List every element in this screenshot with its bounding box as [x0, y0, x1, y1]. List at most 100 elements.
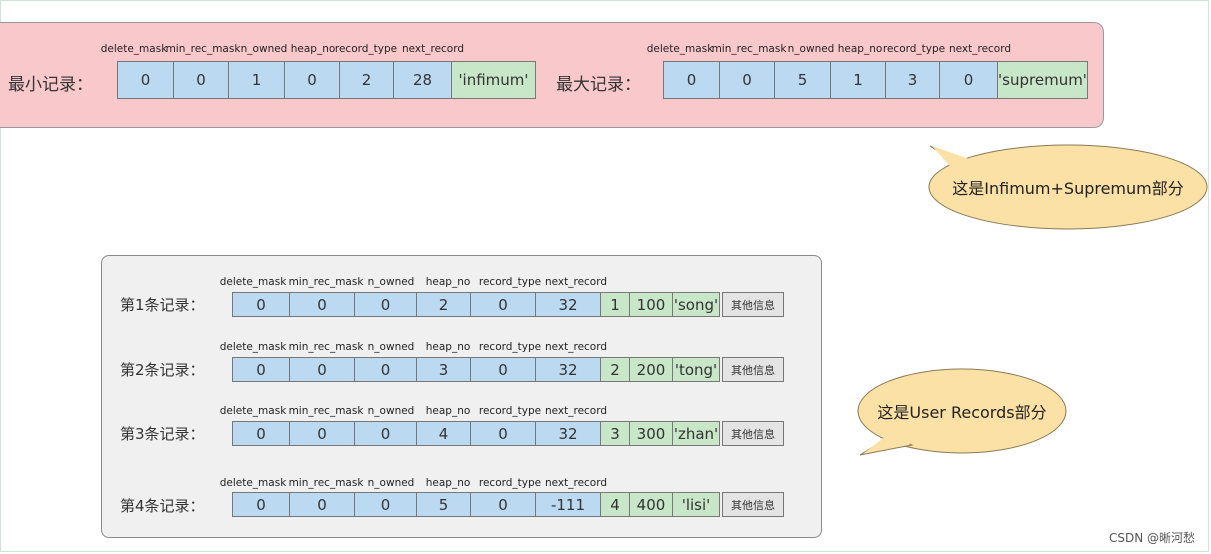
delete-mask-cell: 0 [232, 292, 290, 317]
n-owned-cell: 0 [354, 421, 417, 446]
header-record-type: record_type [882, 43, 946, 55]
other-info-cell: 其他信息 [722, 357, 784, 382]
header-min-rec-mask: min_rec_mask [165, 43, 241, 55]
other-info-cell: 其他信息 [722, 292, 784, 317]
min-rec-mask-cell: 0 [289, 357, 355, 382]
record-header: next_record [544, 405, 608, 417]
record-header: n_owned [367, 405, 415, 417]
record-type-cell: 0 [470, 492, 536, 517]
record-header: delete_mask [219, 276, 287, 288]
header-delete-mask: delete_mask [646, 43, 714, 55]
min-record-label: 最小记录： [8, 75, 93, 95]
record-header: n_owned [367, 341, 415, 353]
record-header: record_type [478, 276, 542, 288]
min-record-headers: delete_mask min_rec_mask n_owned heap_no… [101, 43, 464, 57]
next-record-cell: 32 [535, 421, 601, 446]
min-delete-mask-cell: 0 [117, 61, 174, 99]
user-records-callout-text: 这是User Records部分 [877, 403, 1047, 422]
min-rec-mask-cell: 0 [289, 292, 355, 317]
infimum-record: 0 0 1 0 2 28 'infimum' [117, 61, 536, 99]
header-next-record: next_record [948, 43, 1012, 55]
record-header: heap_no [425, 341, 471, 353]
max-record-label: 最大记录： [556, 75, 641, 95]
min-next-record-cell: 28 [393, 61, 452, 99]
column-3-cell: 'song' [672, 292, 720, 317]
infimum-supremum-callout: 这是Infimum+Supremum部分 [920, 138, 1210, 234]
column-1-cell: 3 [600, 421, 630, 446]
record-header: min_rec_mask [288, 341, 364, 353]
delete-mask-cell: 0 [232, 492, 290, 517]
record-header: heap_no [425, 477, 471, 489]
infimum-tag-cell: 'infimum' [451, 61, 536, 99]
column-2-cell: 400 [629, 492, 673, 517]
max-n-owned-cell: 5 [774, 61, 831, 99]
column-3-cell: 'lisi' [672, 492, 720, 517]
header-record-type: record_type [334, 43, 398, 55]
other-info-cell: 其他信息 [722, 421, 784, 446]
speech-bubble-icon [928, 144, 1208, 230]
column-1-cell: 4 [600, 492, 630, 517]
header-delete-mask: delete_mask [100, 43, 168, 55]
record-type-cell: 0 [470, 357, 536, 382]
min-heap-no-cell: 0 [284, 61, 340, 99]
max-heap-no-cell: 1 [830, 61, 886, 99]
record-header: next_record [544, 477, 608, 489]
record-row-label: 第3条记录： [120, 425, 205, 443]
header-min-rec-mask: min_rec_mask [711, 43, 787, 55]
column-2-cell: 100 [629, 292, 673, 317]
delete-mask-cell: 0 [232, 357, 290, 382]
record-header: min_rec_mask [288, 477, 364, 489]
min-n-owned-cell: 1 [228, 61, 285, 99]
record-header: n_owned [367, 276, 415, 288]
record-header: next_record [544, 276, 608, 288]
record-header: heap_no [425, 276, 471, 288]
n-owned-cell: 0 [354, 357, 417, 382]
record-header: next_record [544, 341, 608, 353]
record-row-label: 第2条记录： [120, 361, 205, 379]
max-record-type-cell: 3 [885, 61, 940, 99]
next-record-cell: -111 [535, 492, 601, 517]
supremum-record: 0 0 5 1 3 0 'supremum' [663, 61, 1089, 99]
watermark: CSDN @晰河愁 [1108, 531, 1195, 545]
record-header: record_type [478, 477, 542, 489]
record-header: heap_no [425, 405, 471, 417]
record-row-label: 第4条记录： [120, 497, 205, 515]
user-records-callout: 这是User Records部分 [852, 365, 1092, 460]
heap-no-cell: 4 [416, 421, 471, 446]
n-owned-cell: 0 [354, 492, 417, 517]
column-3-cell: 'tong' [672, 357, 720, 382]
heap-no-cell: 2 [416, 292, 471, 317]
column-1-cell: 1 [600, 292, 630, 317]
next-record-cell: 32 [535, 292, 601, 317]
column-3-cell: 'zhan' [672, 421, 720, 446]
record-header: delete_mask [219, 477, 287, 489]
min-min-rec-mask-cell: 0 [173, 61, 229, 99]
supremum-tag-cell: 'supremum' [997, 61, 1088, 99]
record-type-cell: 0 [470, 421, 536, 446]
record-header: n_owned [367, 477, 415, 489]
header-heap-no: heap_no [290, 43, 336, 55]
record-header: delete_mask [219, 341, 287, 353]
heap-no-cell: 5 [416, 492, 471, 517]
record-type-cell: 0 [470, 292, 536, 317]
min-rec-mask-cell: 0 [289, 492, 355, 517]
column-1-cell: 2 [600, 357, 630, 382]
speech-bubble-icon [857, 368, 1067, 456]
record-header: min_rec_mask [288, 276, 364, 288]
header-next-record: next_record [401, 43, 465, 55]
infimum-supremum-callout-text: 这是Infimum+Supremum部分 [952, 179, 1184, 198]
record-header: min_rec_mask [288, 405, 364, 417]
n-owned-cell: 0 [354, 292, 417, 317]
header-n-owned: n_owned [787, 43, 835, 55]
record-header: record_type [478, 341, 542, 353]
header-heap-no: heap_no [837, 43, 883, 55]
other-info-cell: 其他信息 [722, 492, 784, 517]
next-record-cell: 32 [535, 357, 601, 382]
max-min-rec-mask-cell: 0 [719, 61, 775, 99]
max-record-headers: delete_mask min_rec_mask n_owned heap_no… [647, 43, 1011, 57]
